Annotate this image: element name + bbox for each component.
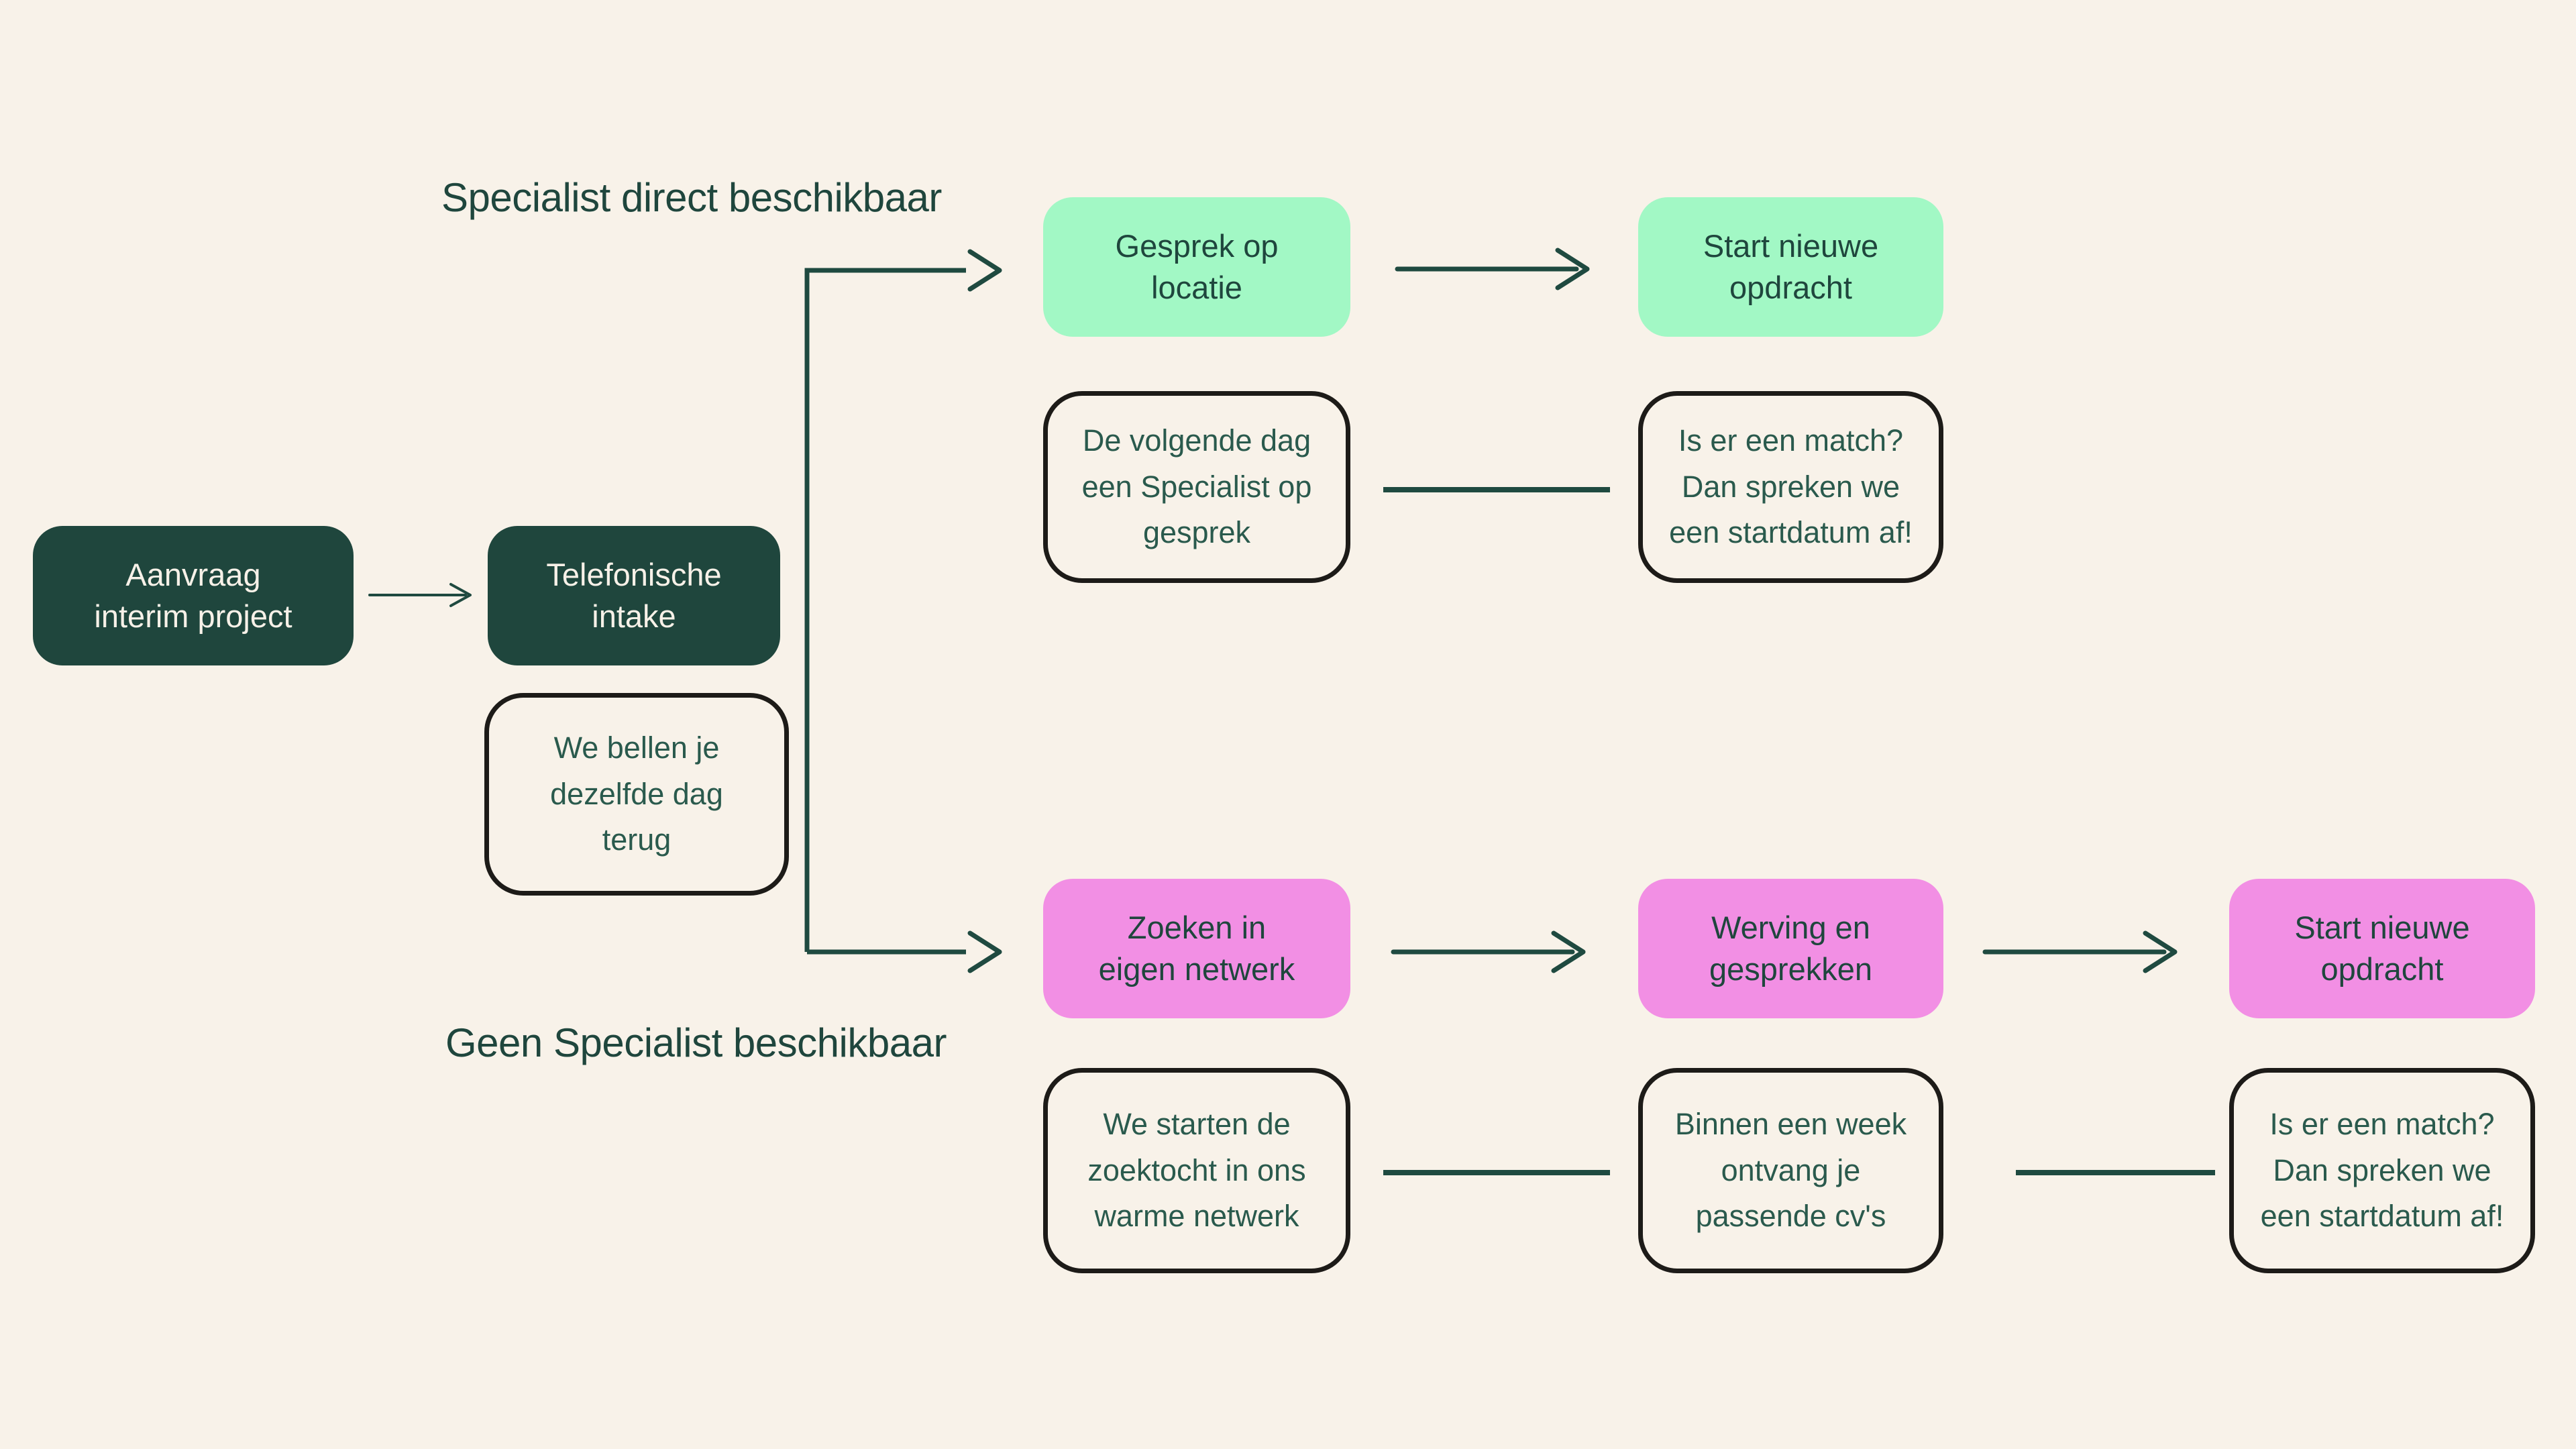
branch-bottom-arrow-head [967,930,1002,973]
note-telefonische-intake: We bellen je dezelfde dag terug [484,693,789,896]
node-aanvraag-interim-project: Aanvraag interim project [33,526,354,665]
arrow-werving-to-start-head [2143,930,2178,973]
arrow-gesprek-to-start-head [1555,248,1590,290]
node-telefonische-intake: Telefonische intake [488,526,780,665]
node-gesprek-op-locatie: Gesprek op locatie [1043,197,1350,337]
note-start-nieuwe-opdracht-top: Is er een match? Dan spreken we een star… [1638,391,1943,583]
note-werving-en-gesprekken: Binnen een week ontvang je passende cv's [1638,1068,1943,1273]
note-zoeken-in-eigen-netwerk: We starten de zoektocht in ons warme net… [1043,1068,1350,1273]
branch-title-bottom: Geen Specialist beschikbaar [445,1020,947,1065]
branch-title-top: Specialist direct beschikbaar [441,175,942,220]
node-start-nieuwe-opdracht-top: Start nieuwe opdracht [1638,197,1943,337]
node-zoeken-in-eigen-netwerk: Zoeken in eigen netwerk [1043,879,1350,1018]
note-start-nieuwe-opdracht-bottom: Is er een match? Dan spreken we een star… [2229,1068,2535,1273]
branch-top-arrow-head [967,249,1002,292]
note-gesprek-op-locatie: De volgende dag een Specialist op gespre… [1043,391,1350,583]
arrow-zoeken-to-werving-head [1551,930,1586,973]
branch-trunk [804,268,966,952]
node-werving-en-gesprekken: Werving en gesprekken [1638,879,1943,1018]
arrow-start-to-intake-head [449,583,472,607]
node-start-nieuwe-opdracht-bottom: Start nieuwe opdracht [2229,879,2535,1018]
